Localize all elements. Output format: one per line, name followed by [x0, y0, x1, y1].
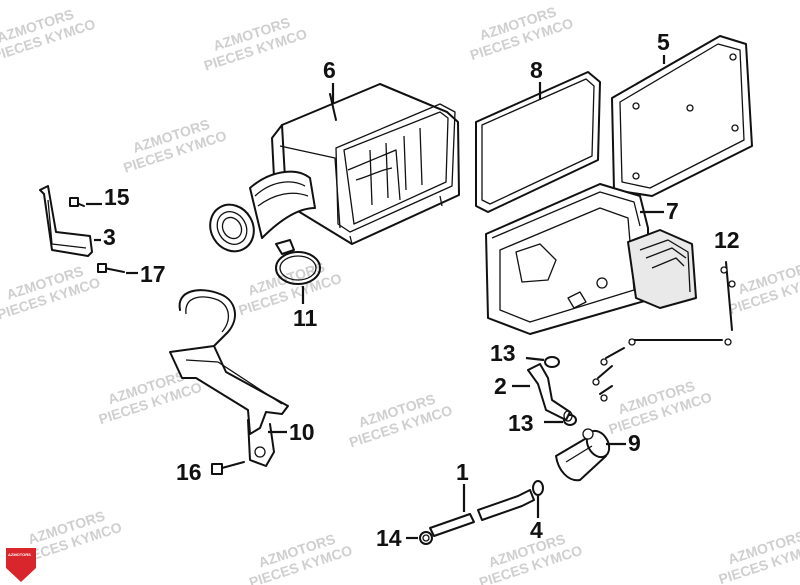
part-label-13-lower: 13: [508, 410, 534, 436]
part-label-6: 6: [323, 57, 336, 83]
part-9-drain-valve: [555, 428, 611, 482]
part-5-cover-plate: [611, 35, 753, 197]
part-16-bolt: [211, 461, 245, 475]
part-3-bracket: [39, 185, 93, 257]
part-15-bolt: [69, 197, 85, 207]
part-label-15: 15: [104, 184, 130, 210]
part-10-support-bracket: [169, 289, 289, 467]
part-8-gasket: [475, 71, 601, 213]
part-label-17: 17: [140, 261, 166, 287]
part-6-air-cleaner-case: [209, 83, 460, 253]
part-2-breather-hose: [527, 363, 573, 422]
part-label-7: 7: [666, 198, 679, 224]
part-label-9: 9: [628, 430, 641, 456]
part-label-16: 16: [176, 459, 202, 485]
part-label-10: 10: [289, 419, 315, 445]
part-label-12: 12: [714, 227, 740, 253]
part-1-drain-tube: [429, 489, 535, 537]
part-14-ring: [419, 531, 433, 545]
part-12-screws: [592, 261, 736, 402]
logo-text: AZMOTORS: [8, 552, 31, 557]
part-4-clip: [532, 480, 544, 496]
azmotors-logo: AZMOTORS: [6, 548, 36, 582]
part-label-13-upper: 13: [490, 340, 516, 366]
part-label-8: 8: [530, 57, 543, 83]
part-label-3: 3: [103, 224, 116, 250]
part-label-1: 1: [456, 459, 469, 485]
part-label-4: 4: [530, 517, 543, 543]
part-label-14: 14: [376, 525, 402, 551]
part-11-clamp: [275, 239, 321, 285]
part-label-11: 11: [293, 305, 318, 331]
part-7-filter-element: [485, 183, 697, 335]
logo-shield-icon: [6, 548, 36, 582]
part-17-bolt: [97, 263, 125, 273]
part-label-5: 5: [657, 29, 670, 55]
part-label-2: 2: [494, 373, 507, 399]
part-13-clip-upper: [544, 356, 560, 368]
